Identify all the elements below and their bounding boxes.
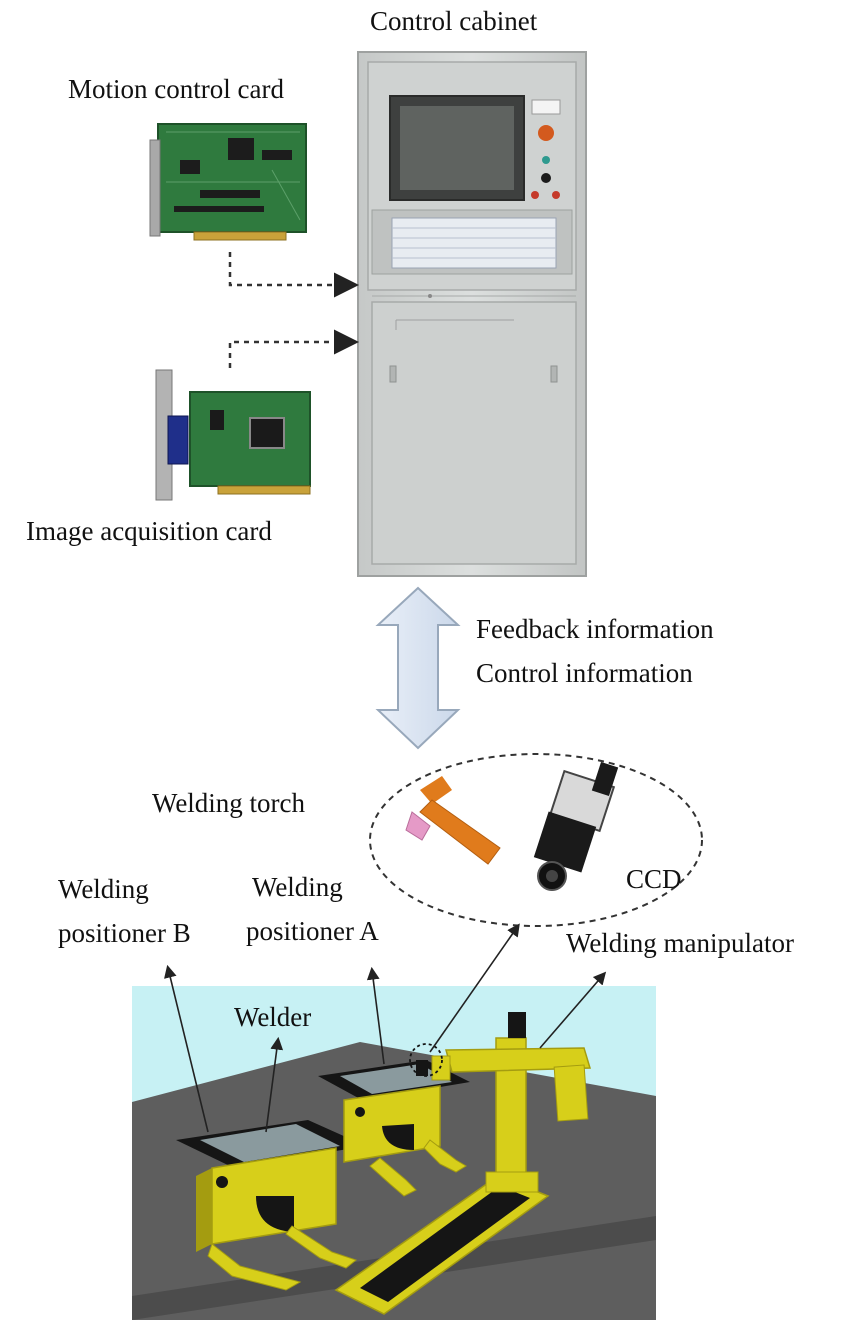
welding-manipulator-label: Welding manipulator <box>566 928 795 958</box>
welding-torch-icon <box>405 776 501 865</box>
control-information-label: Control information <box>476 658 693 688</box>
welding-positioner-a-label-line2: positioner A <box>246 916 379 946</box>
ccd-label: CCD <box>626 864 682 894</box>
keyboard-icon <box>391 217 557 269</box>
bidirectional-data-arrow <box>375 586 461 750</box>
pointer-positioner-a <box>366 966 385 1065</box>
welding-manipulator <box>334 1012 591 1315</box>
control-cabinet-label: Control cabinet <box>370 6 538 36</box>
welder-label: Welder <box>234 1002 312 1032</box>
welding-workcell-scene <box>132 986 656 1320</box>
welding-positioner-b-label-line1: Welding <box>58 874 149 904</box>
welding-positioner-a-label-line1: Welding <box>252 872 343 902</box>
image-acquisition-card-label: Image acquisition card <box>26 516 272 546</box>
pointer-torch-ccd <box>429 923 520 1053</box>
image-card-to-cabinet-connector <box>228 329 359 368</box>
pointer-welder <box>265 1036 284 1133</box>
welding-positioner-b-label-line2: positioner B <box>58 918 191 948</box>
pointer-positioner-b <box>164 964 209 1133</box>
torch-ccd-group-outline <box>369 753 703 927</box>
emergency-stop-icon <box>538 125 554 141</box>
motion-control-card-label: Motion control card <box>68 74 284 104</box>
welding-positioner-b <box>176 1120 366 1291</box>
control-cabinet <box>357 51 587 577</box>
feedback-information-label: Feedback information <box>476 614 714 644</box>
pointer-manipulator <box>539 971 607 1049</box>
ccd-camera-icon <box>533 761 619 891</box>
motion-control-card-icon <box>149 123 307 241</box>
image-acquisition-card-icon <box>155 369 311 501</box>
welding-torch-label: Welding torch <box>152 788 306 818</box>
motion-card-to-cabinet-connector <box>228 252 359 298</box>
